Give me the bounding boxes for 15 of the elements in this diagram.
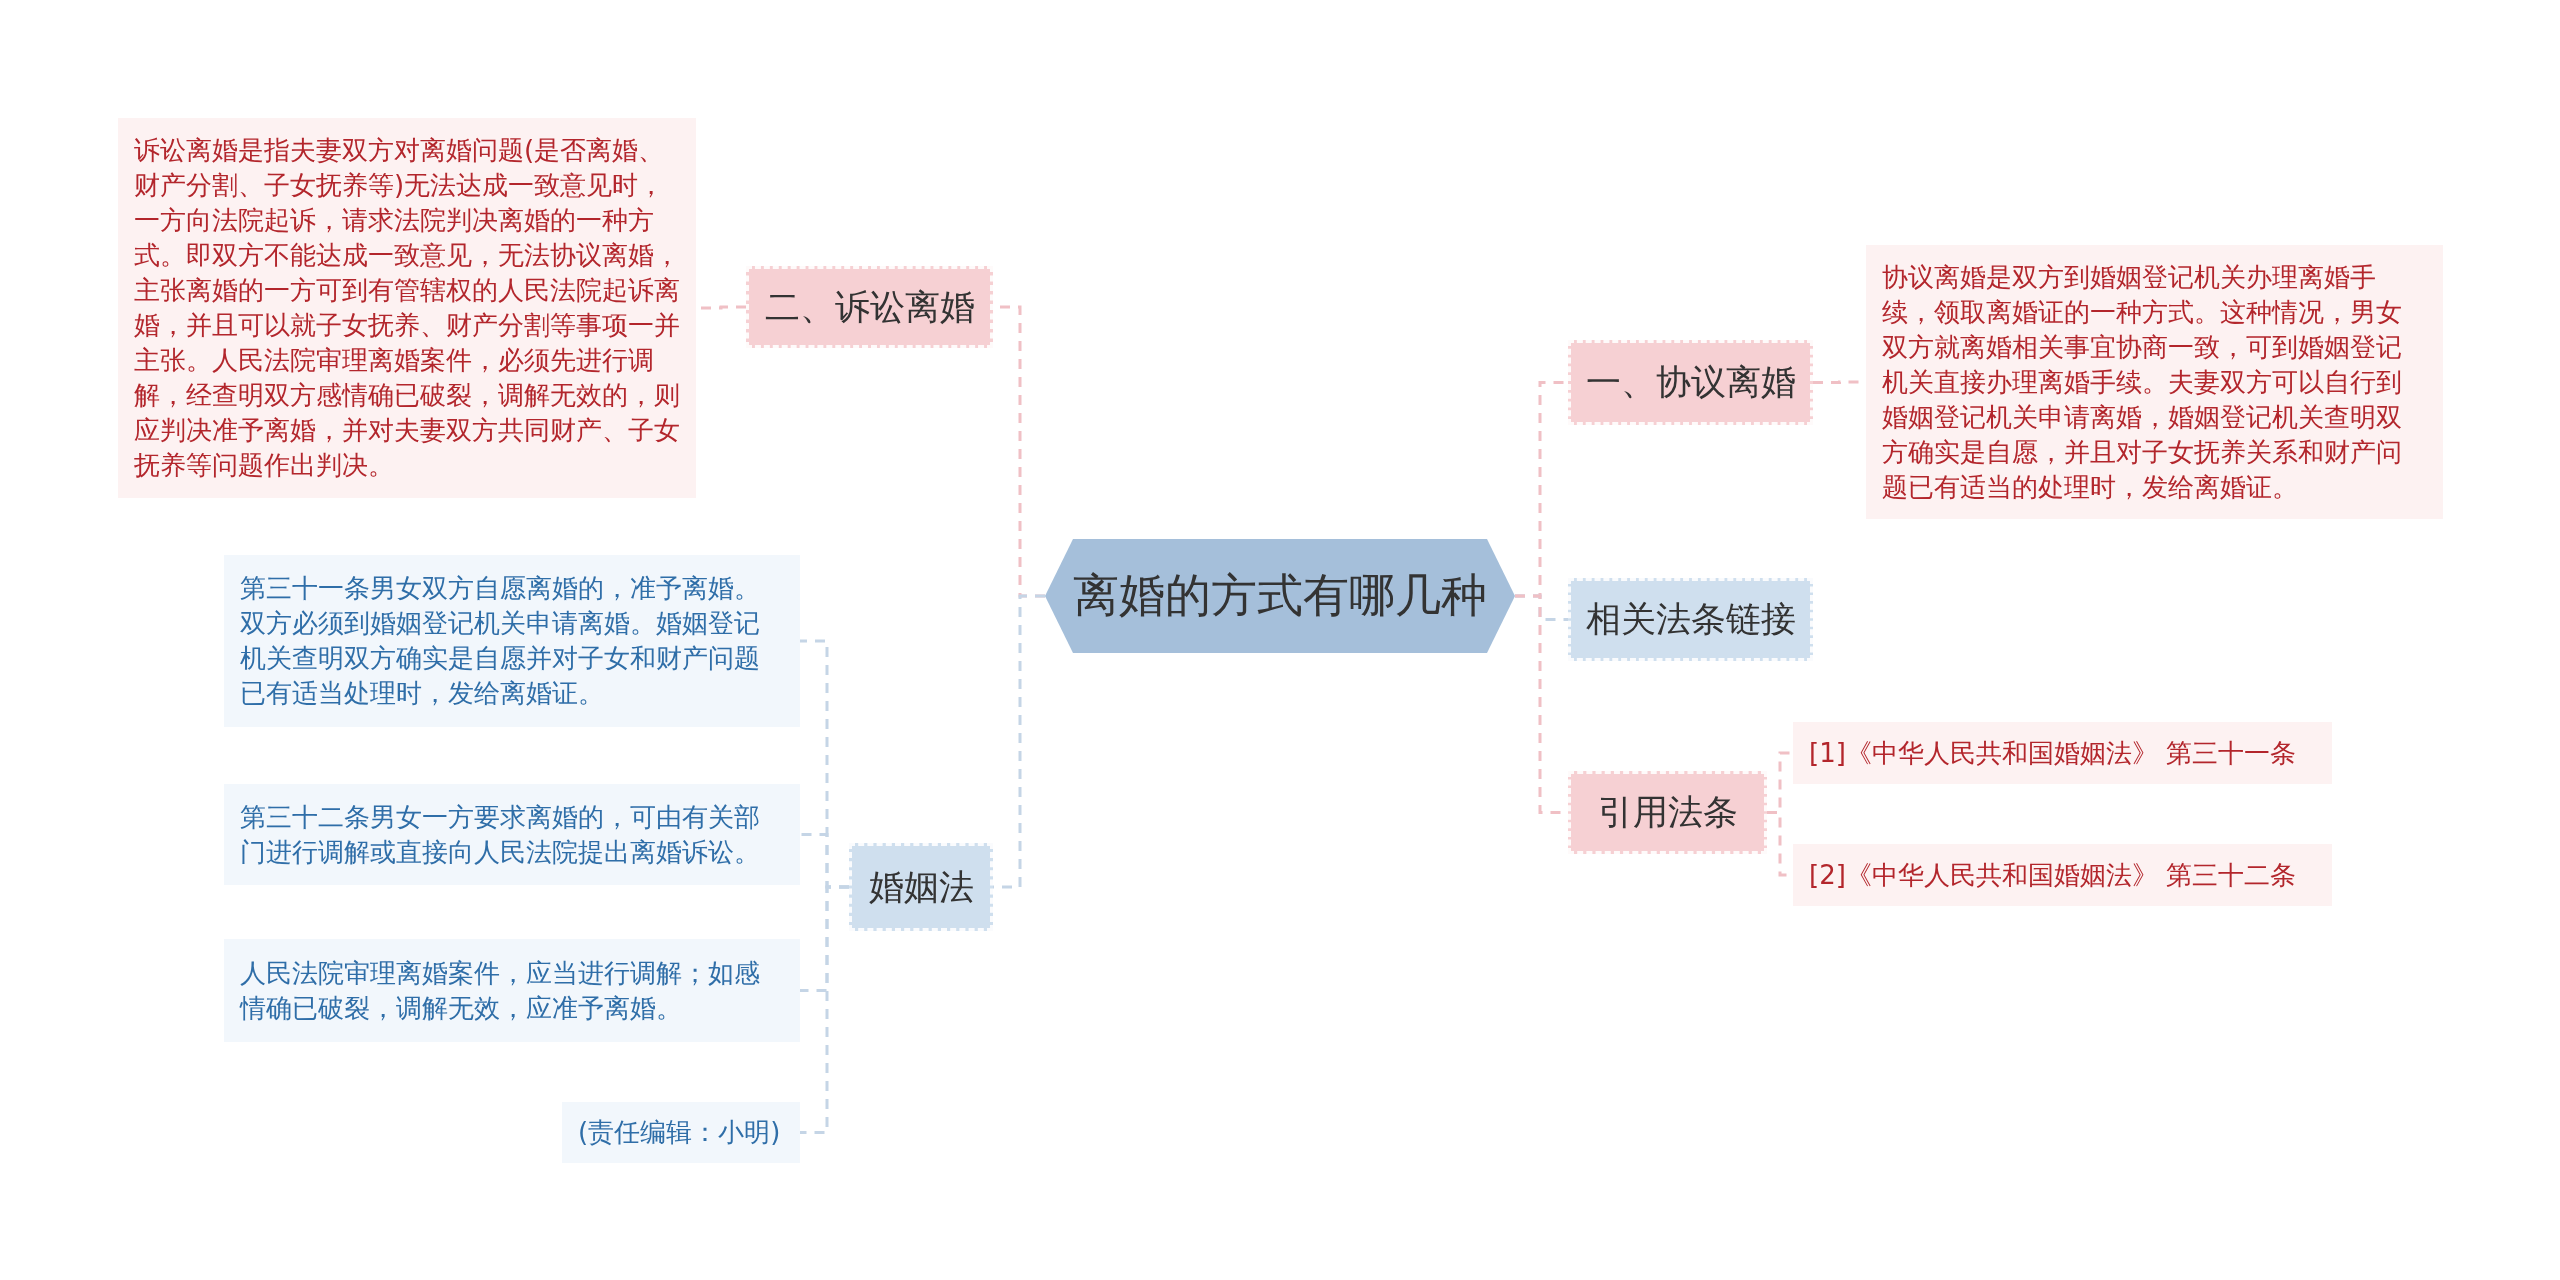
- topic-hexagon: 离婚的方式有哪几种: [1045, 539, 1515, 653]
- branch-box: 一、协议离婚: [1568, 340, 1813, 425]
- note-box: 诉讼离婚是指夫妻双方对离婚问题(是否离婚、财产分割、子女抚养等)无法达成一致意见时，一方向法院起诉，请求法院判决离婚的一种方式。即双方不能达成一致意见，无法协议离婚，主张离婚的一方可到有管辖权的人民法院起诉离婚，并且可以就子女抚养、财产分割等事项一并主张。人民法院审理离婚案件，必须先进行调解，经查明双方感情确已破裂，调解无效的，则应判决准予离婚，并对夫妻双方共同财产、子女抚养等问题作出判决。: [118, 118, 696, 498]
- branch-box: 引用法条: [1568, 771, 1767, 854]
- branch-box: 相关法条链接: [1568, 578, 1813, 661]
- note-box: 协议离婚是双方到婚姻登记机关办理离婚手续，领取离婚证的一种方式。这种情况，男女双方就离婚相关事宜协商一致，可到婚姻登记机关直接办理离婚手续。夫妻双方可以自行到婚姻登记机关申请离婚，婚姻登记机关查明双方确实是自愿，并且对子女抚养关系和财产问题已有适当的处理时，发给离婚证。: [1866, 245, 2443, 519]
- connector-line: [800, 885, 849, 1134]
- note-box: 第三十一条男女双方自愿离婚的，准予离婚。双方必须到婚姻登记机关申请离婚。婚姻登记机关查明双方确实是自愿并对子女和财产问题已有适当处理时，发给离婚证。: [224, 555, 800, 727]
- note-box: 人民法院审理离婚案件，应当进行调解；如感情确已破裂，调解无效，应准予离婚。: [224, 939, 800, 1042]
- branch-box: 婚姻法: [849, 843, 993, 931]
- note-box: (责任编辑：小明): [562, 1102, 800, 1163]
- reference-box: [2]《中华人民共和国婚姻法》 第三十二条: [1793, 844, 2332, 906]
- note-box: 第三十二条男女一方要求离婚的，可由有关部门进行调解或直接向人民法院提出离婚诉讼。: [224, 784, 800, 885]
- reference-box: [1]《中华人民共和国婚姻法》 第三十一条: [1793, 722, 2332, 784]
- branch-box: 二、诉讼离婚: [746, 266, 993, 348]
